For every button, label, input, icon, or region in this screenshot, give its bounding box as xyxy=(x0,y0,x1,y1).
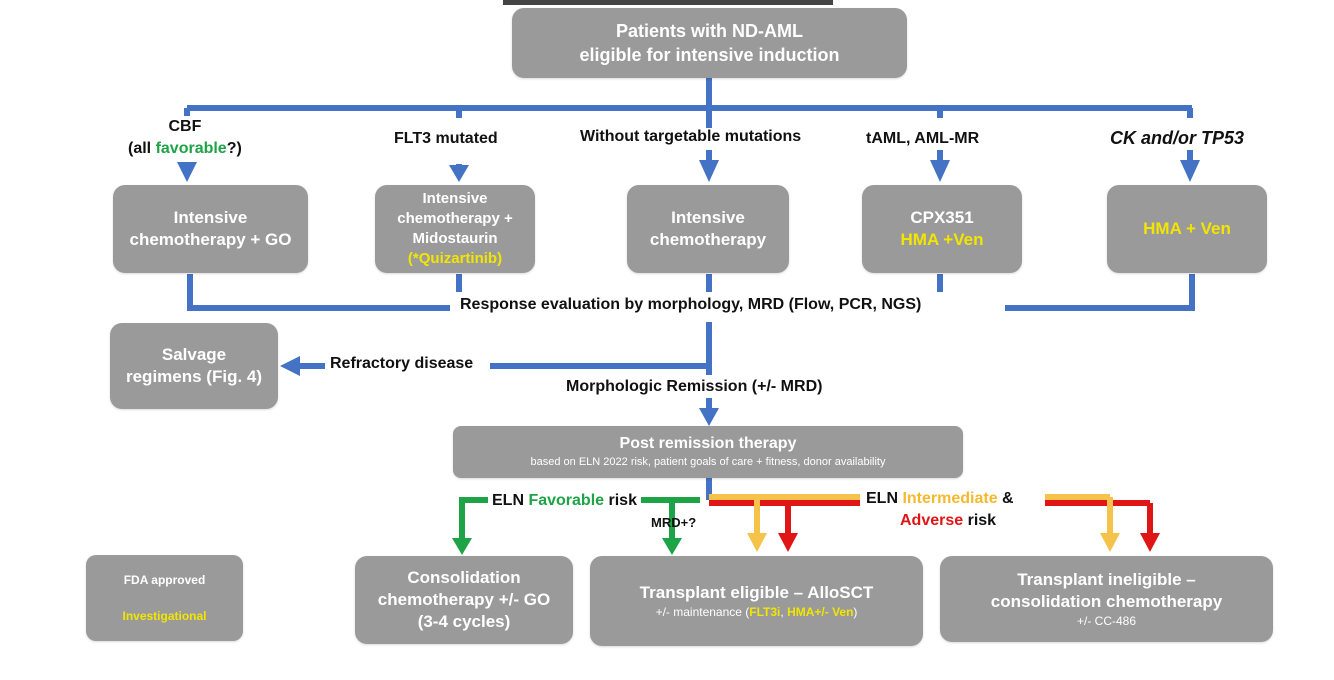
refractory-label: Refractory disease xyxy=(330,355,474,373)
cbf-box-line1: Intensive xyxy=(173,208,248,227)
risk-arrowheads xyxy=(452,533,1160,555)
legend-fda-approved: FDA approved xyxy=(123,573,206,587)
legend-box: FDA approved Investigational xyxy=(86,555,243,641)
without-box-line1: Intensive xyxy=(671,208,745,227)
taml-box-line1: CPX351 xyxy=(910,208,974,227)
root-line1: Patients with ND-AML xyxy=(616,21,803,41)
ck-treatment-box: HMA + Ven xyxy=(1107,185,1267,273)
flt3-box-line2: chemotherapy + xyxy=(397,210,513,227)
response-evaluation-label: Response evaluation by morphology, MRD (… xyxy=(458,296,924,314)
mrd-plus-label: MRD+? xyxy=(651,515,697,530)
eln-intermediate-adverse-label: ELN Intermediate & Adverse risk xyxy=(862,488,1018,532)
post-remission-box: Post remission therapy based on ELN 2022… xyxy=(453,426,963,478)
flt3-box-line4: (*Quizartinib) xyxy=(407,250,503,267)
cbf-label-line2: (all favorable?) xyxy=(128,140,242,157)
flt3-treatment-box: Intensive chemotherapy + Midostaurin (*Q… xyxy=(375,185,535,273)
cbf-box-line2: chemotherapy + GO xyxy=(129,230,292,249)
consolidation-box: Consolidation chemotherapy +/- GO (3-4 c… xyxy=(355,556,573,644)
cbf-label-line1: CBF xyxy=(168,118,202,135)
taml-treatment-box: CPX351 HMA +Ven xyxy=(862,185,1022,273)
flt3-box-line1: Intensive xyxy=(422,190,488,207)
flt3-box-line3: Midostaurin xyxy=(412,230,498,247)
taml-box-line2: HMA +Ven xyxy=(900,230,984,249)
flt3-label: FLT3 mutated xyxy=(394,130,498,148)
top-bar-decoration xyxy=(503,0,833,5)
consolidation-line3: (3-4 cycles) xyxy=(417,612,511,631)
transplant-ineligible-box: Transplant ineligible – consolidation ch… xyxy=(940,556,1273,642)
transplant-ineligible-line3: +/- CC-486 xyxy=(1076,614,1137,628)
salvage-box: Salvage regimens (Fig. 4) xyxy=(110,323,278,409)
blue-arrowheads xyxy=(177,160,1200,426)
without-treatment-box: Intensive chemotherapy xyxy=(627,185,789,273)
consolidation-line2: chemotherapy +/- GO xyxy=(377,590,551,609)
transplant-eligible-maintenance: +/- maintenance (FLT3i, HMA+/- Ven) xyxy=(655,605,858,619)
transplant-ineligible-line1: Transplant ineligible – xyxy=(1017,570,1196,589)
cbf-treatment-box: Intensive chemotherapy + GO xyxy=(113,185,308,273)
ck-label: CK and/or TP53 xyxy=(1110,128,1245,149)
legend-investigational: Investigational xyxy=(122,609,207,623)
without-box-line2: chemotherapy xyxy=(649,230,767,249)
consolidation-line1: Consolidation xyxy=(407,568,521,587)
salvage-line1: Salvage xyxy=(161,345,227,364)
transplant-eligible-box: Transplant eligible – AlloSCT +/- mainte… xyxy=(590,556,923,646)
transplant-eligible-title: Transplant eligible – AlloSCT xyxy=(639,583,874,602)
root-node: Patients with ND-AML eligible for intens… xyxy=(512,8,907,78)
ck-box-line1: HMA + Ven xyxy=(1143,219,1231,238)
salvage-line2: regimens (Fig. 4) xyxy=(125,367,263,386)
without-label: Without targetable mutations xyxy=(580,128,802,146)
eln-favorable-label: ELN Favorable risk xyxy=(488,492,641,510)
transplant-ineligible-line2: consolidation chemotherapy xyxy=(990,592,1223,611)
taml-label: tAML, AML-MR xyxy=(866,130,980,148)
remission-label: Morphologic Remission (+/- MRD) xyxy=(566,378,823,396)
root-line2: eligible for intensive induction xyxy=(579,45,840,65)
post-remission-title: Post remission therapy xyxy=(619,435,797,452)
cbf-label: CBF (all favorable?) xyxy=(128,116,242,160)
post-remission-subtitle: based on ELN 2022 risk, patient goals of… xyxy=(530,456,886,468)
